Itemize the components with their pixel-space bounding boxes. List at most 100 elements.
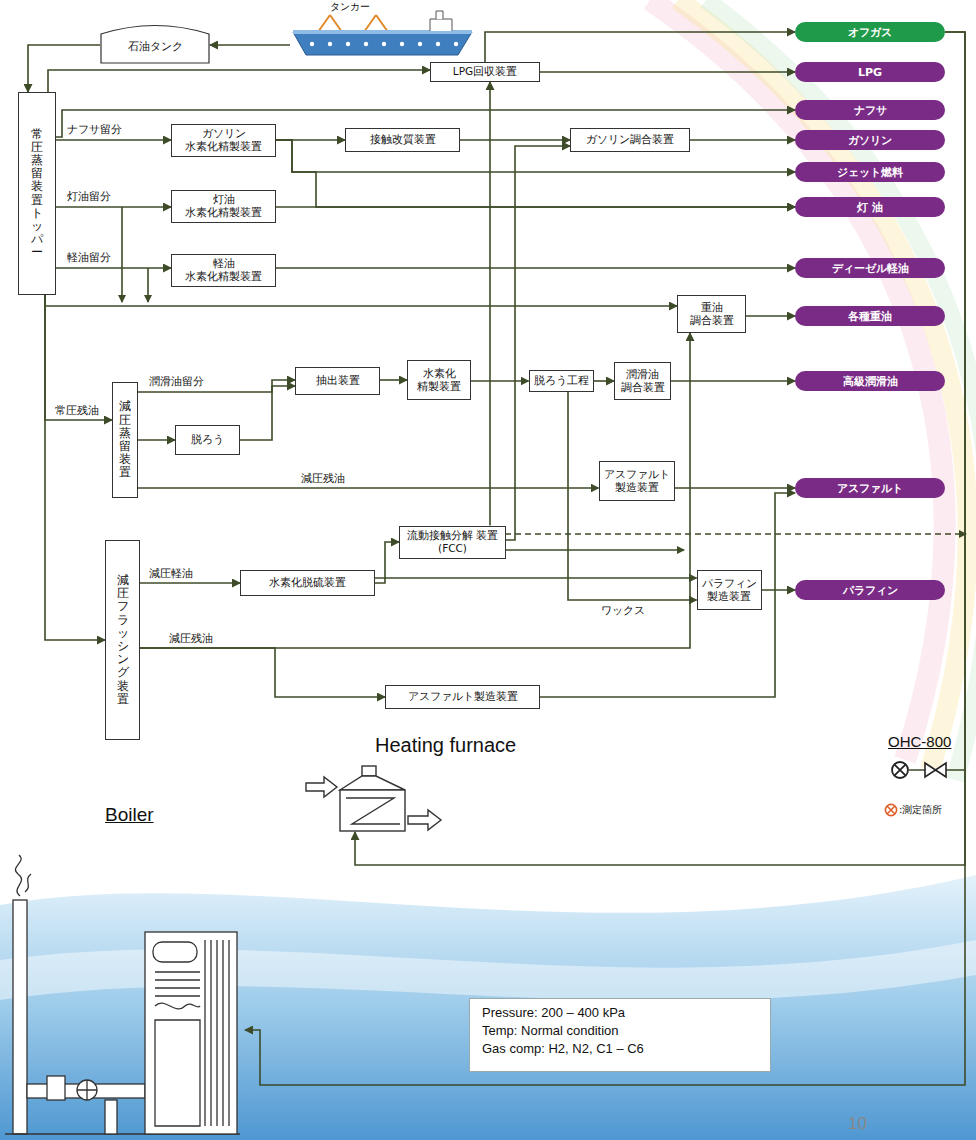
measure-point-symbol bbox=[892, 762, 908, 778]
process-box: 脱ろう bbox=[175, 425, 240, 455]
measure-point-symbol bbox=[884, 803, 898, 817]
boiler-illustration bbox=[5, 800, 240, 1140]
process-box: LPG回収装置 bbox=[430, 62, 540, 82]
branch-line bbox=[505, 549, 684, 551]
product-badge: ガソリン bbox=[795, 130, 945, 150]
flow-line bbox=[140, 582, 240, 584]
dashed-line bbox=[505, 533, 966, 535]
flow-line bbox=[140, 333, 690, 648]
legend-text: :測定箇所 bbox=[899, 803, 942, 817]
flow-line bbox=[245, 32, 965, 1085]
process-box: アスファルト製造装置 bbox=[385, 685, 540, 709]
process-box: 軽油 水素化精製装置 bbox=[171, 254, 276, 287]
process-box: 水素化 精製装置 bbox=[407, 360, 471, 400]
product-badge: 灯 油 bbox=[795, 197, 945, 217]
stream-label: 減圧残油 bbox=[168, 632, 214, 646]
flow-line bbox=[690, 139, 795, 141]
node-text: 灯油 水素化精製装置 bbox=[175, 193, 272, 219]
node-text: ナフサ bbox=[854, 103, 887, 118]
flow-line bbox=[568, 392, 697, 600]
product-badge: ナフサ bbox=[795, 100, 945, 120]
stream-label: 常圧残油 bbox=[54, 404, 100, 418]
flow-line bbox=[746, 315, 795, 317]
flow-line bbox=[45, 295, 112, 420]
product-badge: アスファルト bbox=[795, 478, 945, 498]
process-box: 重油 調合装置 bbox=[677, 295, 746, 333]
node-text: LPG bbox=[858, 66, 882, 79]
flow-line bbox=[56, 267, 171, 269]
flow-line bbox=[48, 70, 430, 92]
node-text: 接触改質装置 bbox=[370, 133, 436, 146]
column-box: 減圧蒸留装置 bbox=[112, 382, 138, 498]
node-text: 常圧蒸留装置 トッパー bbox=[31, 128, 43, 260]
node-text: 水素化脱硫装置 bbox=[269, 576, 346, 589]
flow-line bbox=[210, 44, 290, 46]
branch-line bbox=[147, 268, 149, 302]
flow-line bbox=[471, 380, 529, 382]
stream-label: 減圧軽油 bbox=[148, 567, 194, 581]
product-badge: オフガス bbox=[795, 22, 945, 42]
product-badge: LPG bbox=[795, 62, 945, 82]
node-text: LPG回収装置 bbox=[453, 65, 517, 78]
flow-line bbox=[56, 139, 171, 141]
flow-line bbox=[56, 206, 171, 208]
node-text: Pressure: 200 – 400 kPa bbox=[482, 1004, 758, 1022]
tanker-illustration bbox=[290, 0, 480, 58]
product-badge: ディーゼル軽油 bbox=[795, 258, 945, 278]
process-box: ガソリン 水素化精製装置 bbox=[171, 124, 276, 157]
flow-line bbox=[375, 577, 697, 579]
branch-line bbox=[121, 207, 123, 302]
heating-furnace: Heating furnace bbox=[330, 728, 545, 832]
flow-line bbox=[594, 380, 615, 382]
stream-label: 軽油留分 bbox=[66, 251, 112, 265]
node-text: 減圧蒸留装置 bbox=[119, 400, 131, 479]
node-text: 高級潤滑油 bbox=[843, 374, 898, 389]
flow-line bbox=[489, 82, 491, 526]
node-text: 重油 調合装置 bbox=[681, 301, 742, 327]
process-box: パラフィン 製造装置 bbox=[697, 570, 762, 610]
flow-line bbox=[138, 487, 599, 489]
storage-tank: 石油タンク bbox=[100, 22, 210, 64]
node-text: 軽油 水素化精製装置 bbox=[175, 257, 272, 283]
flow-line bbox=[380, 379, 407, 381]
flow-line bbox=[45, 295, 677, 306]
stream-label: 灯油留分 bbox=[66, 190, 112, 204]
flow-line bbox=[276, 267, 795, 269]
node-text: Boiler bbox=[105, 804, 154, 826]
node-text: ガソリン bbox=[848, 133, 892, 148]
product-badge: パラフィン bbox=[795, 580, 945, 600]
legend-row: :測定箇所 bbox=[884, 803, 942, 817]
node-text: Temp: Normal condition bbox=[482, 1022, 758, 1040]
flow-line bbox=[540, 71, 795, 73]
flow-line bbox=[506, 146, 570, 540]
stream-label: ワックス bbox=[600, 604, 646, 618]
node-text: 水素化 精製装置 bbox=[411, 367, 467, 393]
process-box: 潤滑油 調合装置 bbox=[614, 362, 671, 400]
node-text: 灯 油 bbox=[857, 200, 883, 215]
process-box: 抽出装置 bbox=[295, 367, 380, 395]
stream-label: 潤滑油留分 bbox=[148, 375, 205, 389]
node-text: アスファルト 製造装置 bbox=[603, 468, 671, 494]
node-text: ガソリン調合装置 bbox=[586, 133, 674, 146]
process-box: 脱ろう工程 bbox=[529, 370, 594, 392]
product-badge: ジェット燃料 bbox=[795, 162, 945, 182]
flow-line bbox=[485, 32, 795, 62]
node-text: パラフィン bbox=[843, 583, 898, 598]
node-text: オフガス bbox=[848, 25, 892, 40]
node-text: 石油タンク bbox=[128, 40, 183, 54]
valve-symbol bbox=[925, 763, 946, 777]
flow-line bbox=[355, 32, 965, 865]
node-text: ディーゼル軽油 bbox=[832, 261, 909, 276]
process-box: 流動接触分解 装置(FCC) bbox=[399, 526, 506, 559]
tanker: タンカー bbox=[290, 0, 480, 58]
flow-line bbox=[140, 648, 385, 697]
process-box: 灯油 水素化精製装置 bbox=[171, 190, 276, 223]
process-box: アスファルト 製造装置 bbox=[599, 461, 675, 501]
instrument-tag: OHC-800 bbox=[888, 733, 951, 750]
process-box: 接触改質装置 bbox=[345, 128, 460, 152]
page-number: 10 bbox=[848, 1114, 867, 1134]
stream-label: ナフサ留分 bbox=[66, 123, 123, 137]
flow-line bbox=[460, 139, 570, 141]
node-text: Gas comp: H2, N2, C1 – C6 bbox=[482, 1040, 758, 1058]
node-text: アスファルト bbox=[837, 481, 903, 496]
